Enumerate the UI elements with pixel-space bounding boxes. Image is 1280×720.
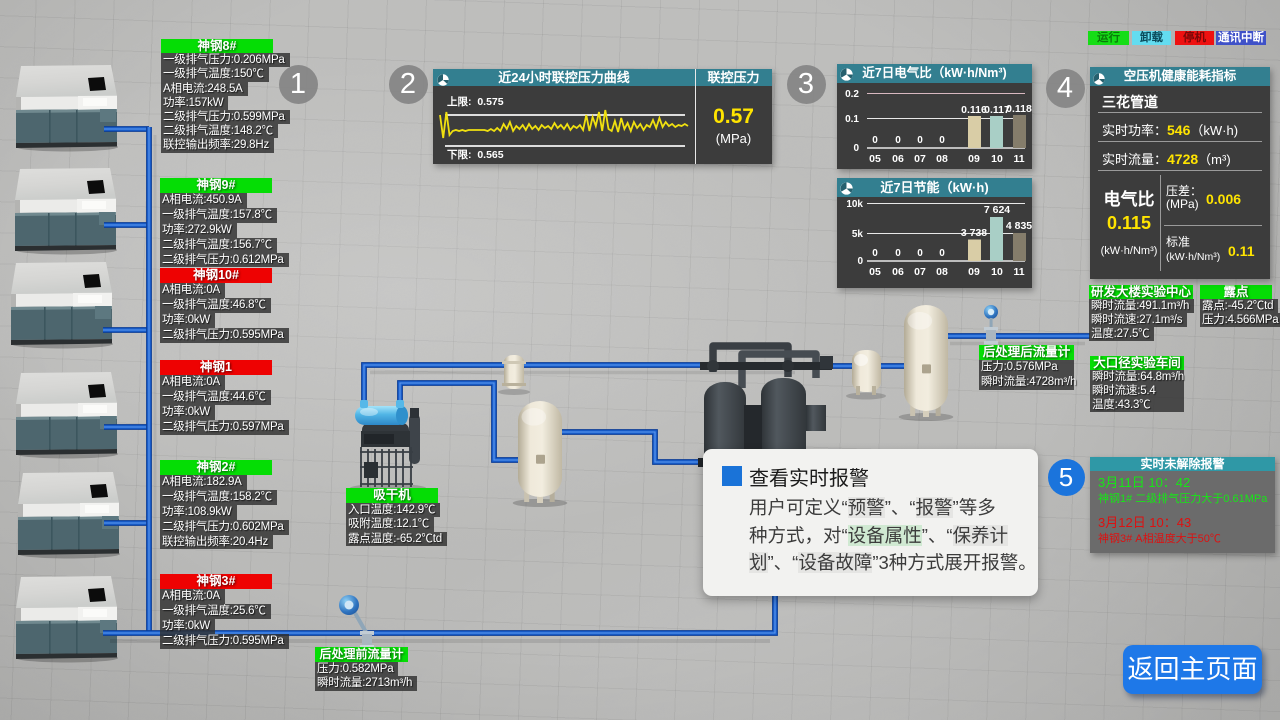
svg-text:08: 08 [936,266,948,278]
svg-text:0: 0 [939,135,945,146]
svg-text:11: 11 [1013,153,1024,165]
svg-text:0.117: 0.117 [984,104,1010,116]
svg-text:10k: 10k [846,199,863,210]
svg-text:05: 05 [869,153,881,165]
svg-text:5k: 5k [852,229,864,240]
svg-text:06: 06 [892,153,904,165]
svg-text:11: 11 [1013,266,1024,278]
svg-text:10: 10 [991,266,1003,278]
svg-text:0: 0 [853,143,859,154]
svg-text:0: 0 [895,135,901,146]
svg-text:10: 10 [991,153,1003,165]
svg-text:4 835: 4 835 [1006,220,1032,232]
svg-text:0.118: 0.118 [1006,103,1032,115]
svg-text:0: 0 [857,256,863,267]
svg-text:05: 05 [869,266,881,278]
svg-text:0: 0 [917,135,923,146]
svg-text:09: 09 [968,153,980,165]
svg-text:0.1: 0.1 [845,114,859,125]
svg-text:09: 09 [968,266,980,278]
svg-text:0: 0 [939,248,945,259]
svg-text:08: 08 [936,153,948,165]
svg-text:0: 0 [872,248,878,259]
svg-text:0: 0 [872,135,878,146]
svg-text:07: 07 [914,153,926,165]
svg-text:7 624: 7 624 [984,204,1010,216]
svg-text:07: 07 [914,266,926,278]
svg-text:3 738: 3 738 [961,227,987,239]
svg-text:0: 0 [917,248,923,259]
svg-text:06: 06 [892,266,904,278]
svg-text:0.2: 0.2 [845,89,859,100]
svg-text:0.116: 0.116 [961,104,987,116]
svg-text:0: 0 [895,248,901,259]
